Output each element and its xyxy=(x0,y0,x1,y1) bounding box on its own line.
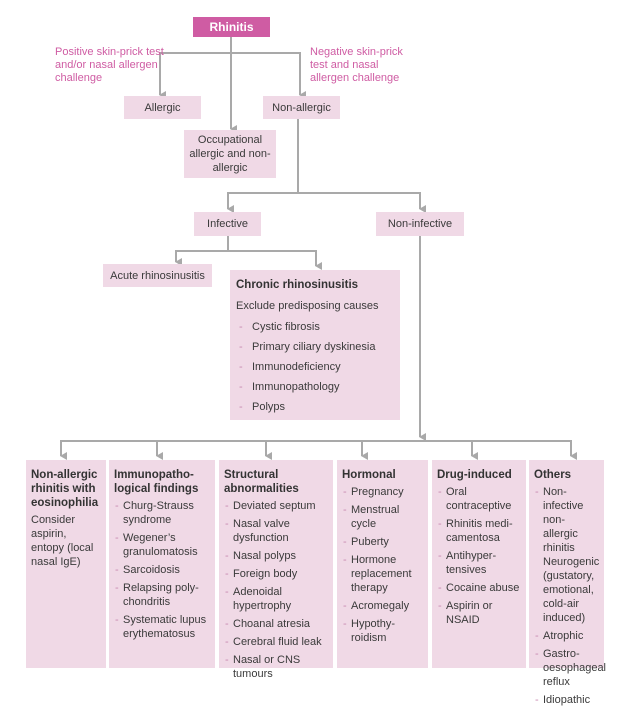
column-structural: Structural abnormalities Deviated septum… xyxy=(219,460,333,680)
column-title: Others xyxy=(534,469,572,481)
list-item: Acromegaly xyxy=(342,599,423,613)
list-item: Churg-Strauss syndrome xyxy=(114,499,210,527)
column-title: Drug-induced xyxy=(437,469,512,481)
column-title: Hormonal xyxy=(342,469,396,481)
list-item: Cystic fibrosis xyxy=(236,320,394,334)
list-item: Gastro-oesophageal reflux xyxy=(534,647,606,689)
list-item: Atrophic xyxy=(534,629,599,643)
non-allergic-node: Non-allergic xyxy=(263,96,340,119)
column-text: Consider aspirin, entopy (local nasal Ig… xyxy=(31,514,94,568)
chronic-causes-list: Cystic fibrosis Primary ciliary dyskines… xyxy=(236,320,394,414)
list-item: Non-infective non-allergic rhinitis Neur… xyxy=(534,485,599,625)
list-item: Nasal or CNS tumours xyxy=(224,653,328,681)
column-drug-induced: Drug-induced Oral contraceptive Rhinitis… xyxy=(432,460,526,668)
list-item: Polyps xyxy=(236,400,394,414)
connector-lines xyxy=(60,37,577,460)
chronic-rhinosinusitis-node: Chronic rhinosinusitis Exclude predispos… xyxy=(230,270,400,420)
chronic-subtitle: Exclude predisposing causes xyxy=(236,300,379,312)
list-item: Puberty xyxy=(342,535,423,549)
column-hormonal: Hormonal Pregnancy Menstrual cycle Puber… xyxy=(337,460,428,668)
list-item: Idiopathic xyxy=(534,693,599,707)
list-item: Immunopathology xyxy=(236,380,394,394)
list-item: Cerebral fluid leak xyxy=(224,635,328,649)
column-title: Non-allergic rhinitis with eosinophilia xyxy=(31,469,99,509)
rhinitis-root-node: Rhinitis xyxy=(193,17,270,37)
list-item: Cocaine abuse xyxy=(437,581,521,595)
list-item: Hypothy-roidism xyxy=(342,617,423,645)
list-item: Choanal atresia xyxy=(224,617,328,631)
non-infective-node: Non-infective xyxy=(376,212,464,236)
list-item: Aspirin or NSAID xyxy=(437,599,521,627)
positive-test-note: Positive skin-prick test and/or nasal al… xyxy=(55,46,164,84)
infective-node: Infective xyxy=(194,212,261,236)
column-non-allergic-eosinophilia: Non-allergic rhinitis with eosinophilia … xyxy=(26,460,106,668)
list-item: Sarcoidosis xyxy=(114,563,210,577)
list-item: Nasal valve dysfunction xyxy=(224,517,328,545)
column-immunopathological: Immunopatho-logical findings Churg-Strau… xyxy=(109,460,215,668)
acute-rhinosinusitis-node: Acute rhinosinusitis xyxy=(103,264,212,287)
list-item: Antihyper-tensives xyxy=(437,549,521,577)
allergic-node: Allergic xyxy=(124,96,201,119)
list-item: Relapsing poly-chondritis xyxy=(114,581,210,609)
list-item: Systematic lupus erythematosus xyxy=(114,613,210,641)
list-item: Immunodeficiency xyxy=(236,360,394,374)
list-item: Deviated septum xyxy=(224,499,328,513)
chronic-title: Chronic rhinosinusitis xyxy=(236,279,359,291)
occupational-node: Occupational allergic and non-allergic xyxy=(184,130,276,178)
list-item: Pregnancy xyxy=(342,485,423,499)
list-item: Hormone replacement therapy xyxy=(342,553,423,595)
list-item: Primary ciliary dyskinesia xyxy=(236,340,394,354)
list-item: Oral contraceptive xyxy=(437,485,521,513)
list-item: Adenoidal hypertrophy xyxy=(224,585,328,613)
list-item: Menstrual cycle xyxy=(342,503,423,531)
list-item: Foreign body xyxy=(224,567,328,581)
column-title: Immunopatho-logical findings xyxy=(114,469,199,495)
list-item: Nasal polyps xyxy=(224,549,328,563)
column-title: Structural abnormalities xyxy=(224,469,299,495)
column-others: Others Non-infective non-allergic rhinit… xyxy=(529,460,606,707)
list-item: Wegener’s granulomatosis xyxy=(114,531,210,559)
negative-test-note: Negative skin-prick test and nasal aller… xyxy=(310,46,403,84)
list-item: Rhinitis medi-camentosa xyxy=(437,517,521,545)
